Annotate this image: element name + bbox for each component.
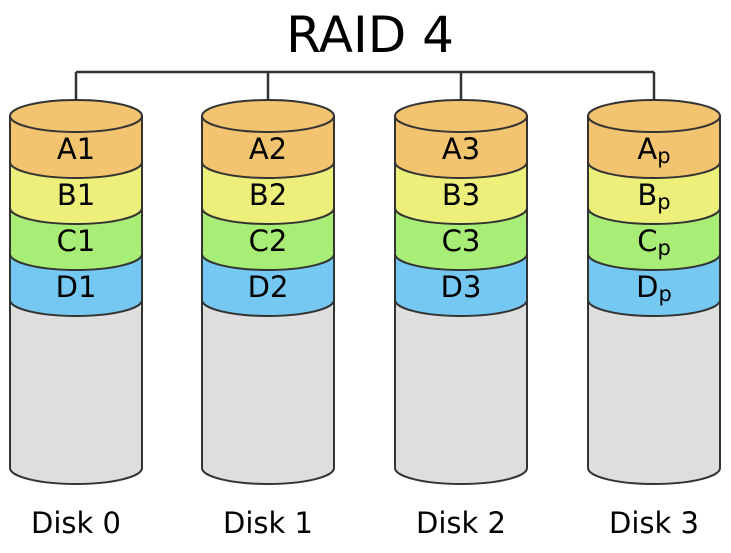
- block-b: [9, 161, 143, 225]
- block-label: A3: [442, 132, 480, 166]
- block-a: [587, 115, 721, 179]
- disk-empty-space: [394, 299, 528, 485]
- block-label: B3: [442, 178, 480, 212]
- parity-subscript: p: [657, 236, 670, 260]
- block-label: D3: [441, 270, 482, 304]
- bus-connector: [74, 70, 656, 116]
- block-d: [587, 253, 721, 317]
- parity-subscript: p: [657, 190, 670, 214]
- disk-top-cap: [394, 99, 528, 133]
- block-b: [587, 161, 721, 225]
- block-c: [9, 207, 143, 271]
- block-label: B2: [249, 178, 287, 212]
- diagram-title: RAID 4: [286, 6, 454, 64]
- disk-label: Disk 1: [223, 506, 313, 540]
- block-label: D1: [56, 270, 97, 304]
- block-label: C2: [249, 224, 288, 258]
- block-c: [201, 207, 335, 271]
- block-label: C1: [57, 224, 96, 258]
- parity-subscript: p: [657, 144, 670, 168]
- disk-label: Disk 2: [416, 506, 506, 540]
- block-d: [9, 253, 143, 317]
- block-a: [394, 115, 528, 179]
- block-label: D2: [248, 270, 289, 304]
- disk-empty-space: [587, 299, 721, 485]
- block-b: [394, 161, 528, 225]
- block-label: C3: [442, 224, 481, 258]
- block-label: B1: [57, 178, 95, 212]
- block-b: [201, 161, 335, 225]
- block-label: A1: [57, 132, 95, 166]
- block-d: [201, 253, 335, 317]
- block-c: [394, 207, 528, 271]
- block-a: [201, 115, 335, 179]
- block-label: A2: [249, 132, 287, 166]
- disk-top-cap: [587, 99, 721, 133]
- parity-subscript: p: [659, 282, 672, 306]
- block-d: [394, 253, 528, 317]
- disk-empty-space: [9, 299, 143, 485]
- disk-empty-space: [201, 299, 335, 485]
- disk-top-cap: [201, 99, 335, 133]
- disk-label: Disk 0: [31, 506, 121, 540]
- disk-label: Disk 3: [609, 506, 699, 540]
- block-c: [587, 207, 721, 271]
- block-a: [9, 115, 143, 179]
- disk-top-cap: [9, 99, 143, 133]
